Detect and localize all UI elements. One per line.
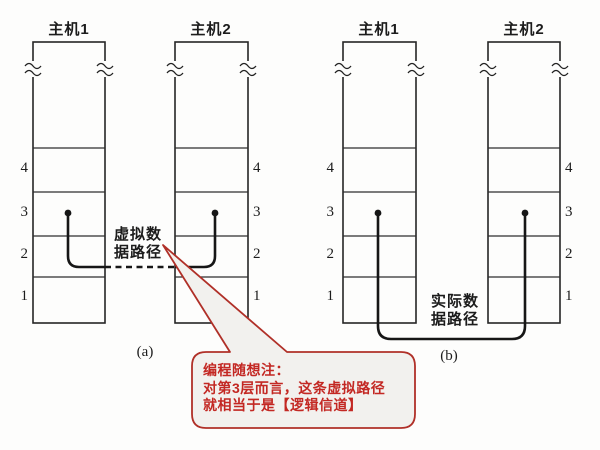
annotation-callout-bubble	[162, 244, 416, 429]
layer-label-4: 4	[253, 160, 261, 176]
layer-label-2: 2	[326, 246, 335, 262]
panel-a-host1-stack	[32, 41, 106, 324]
break-marks	[24, 60, 569, 78]
actual-path-label-line1: 实际数	[430, 293, 479, 310]
panel-a-host1-title: 主机1	[48, 21, 90, 38]
layer-label-3: 3	[253, 204, 261, 220]
panel-b-caption: (b)	[440, 348, 458, 364]
layer-label-3: 3	[20, 204, 29, 220]
layer-label-4: 4	[20, 160, 29, 176]
layer-label-4: 4	[326, 160, 335, 176]
panel-b-host1-stack	[342, 41, 417, 324]
layer-label-3: 3	[326, 204, 335, 220]
layer-label-2: 2	[565, 246, 573, 262]
panel-b-host1-title: 主机1	[358, 21, 400, 38]
virtual-path-label-line1: 虚拟数	[113, 226, 162, 243]
actual-data-path	[376, 213, 527, 341]
layer-label-2: 2	[20, 246, 29, 262]
virtual-data-path	[66, 213, 217, 269]
annotation-line-2: 对第3层而言，这条虚拟路径	[203, 379, 386, 396]
layer-label-3: 3	[565, 204, 573, 220]
layer-label-1: 1	[565, 288, 573, 304]
virtual-path-label: 虚拟数 据路径	[106, 226, 170, 262]
layer-label-4: 4	[565, 160, 573, 176]
layer3-endpoint-dots	[64, 209, 529, 217]
panel-a-host2-title: 主机2	[190, 21, 232, 38]
layer-label-1: 1	[20, 288, 29, 304]
layer-label-1: 1	[253, 288, 261, 304]
actual-path-label-line2: 据路径	[430, 311, 479, 328]
annotation-line-1: 编程随想注：	[203, 362, 290, 378]
layer-label-1: 1	[326, 288, 335, 304]
actual-path-label: 实际数 据路径	[423, 293, 487, 329]
panel-b-host2-title: 主机2	[503, 21, 545, 38]
virtual-path-label-line2: 据路径	[113, 244, 162, 261]
layer-label-2: 2	[253, 246, 261, 262]
panel-a-caption: (a)	[136, 344, 154, 360]
annotation-callout-text: 编程随想注： 对第3层而言，这条虚拟路径 就相当于是【逻辑信道】	[203, 362, 409, 415]
annotation-line-3: 就相当于是【逻辑信道】	[203, 397, 363, 413]
